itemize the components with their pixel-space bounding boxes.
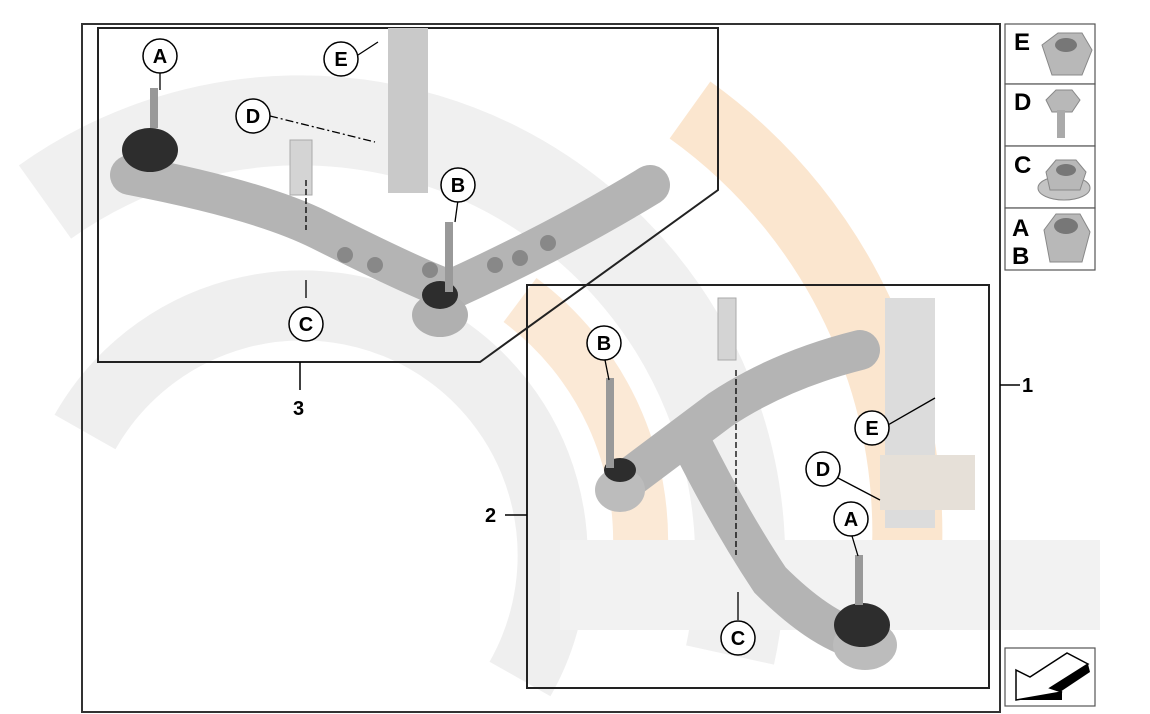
hex-nut-icon: [1041, 32, 1093, 76]
callout-b: B: [451, 175, 465, 197]
legend-c: C: [1014, 152, 1091, 201]
navigate-arrow-button[interactable]: [1004, 647, 1096, 707]
svg-text:E: E: [1014, 29, 1030, 56]
callout-a: A: [153, 46, 167, 68]
part-number-1: 1: [1022, 375, 1033, 397]
callout-e: E: [334, 49, 347, 71]
part-number-3: 3: [293, 398, 304, 420]
svg-text:B: B: [1012, 243, 1029, 270]
part-number-2: 2: [485, 505, 496, 527]
svg-text:D: D: [1014, 89, 1031, 116]
main-frame: [81, 23, 1001, 713]
svg-text:A: A: [1012, 215, 1029, 242]
callout-b: B: [597, 333, 611, 355]
bottom-inset-frame: [526, 284, 990, 689]
top-control-arm: [110, 28, 670, 337]
top-callouts: A E D B C: [142, 38, 476, 342]
callout-e: E: [865, 418, 878, 440]
bottom-callouts: B E D A C: [586, 325, 890, 656]
callout-c: C: [731, 628, 745, 650]
top-inset-frame: [97, 27, 719, 363]
callout-d: D: [816, 459, 830, 481]
legend-d: D: [1014, 89, 1081, 138]
callout-a: A: [844, 509, 858, 531]
flange-bolt-icon: [1045, 89, 1081, 113]
legend-e: E: [1014, 29, 1093, 76]
callout-d: D: [246, 106, 260, 128]
legend-ab: A B: [1012, 213, 1091, 270]
svg-text:C: C: [1014, 152, 1031, 179]
callout-c: C: [299, 314, 313, 336]
